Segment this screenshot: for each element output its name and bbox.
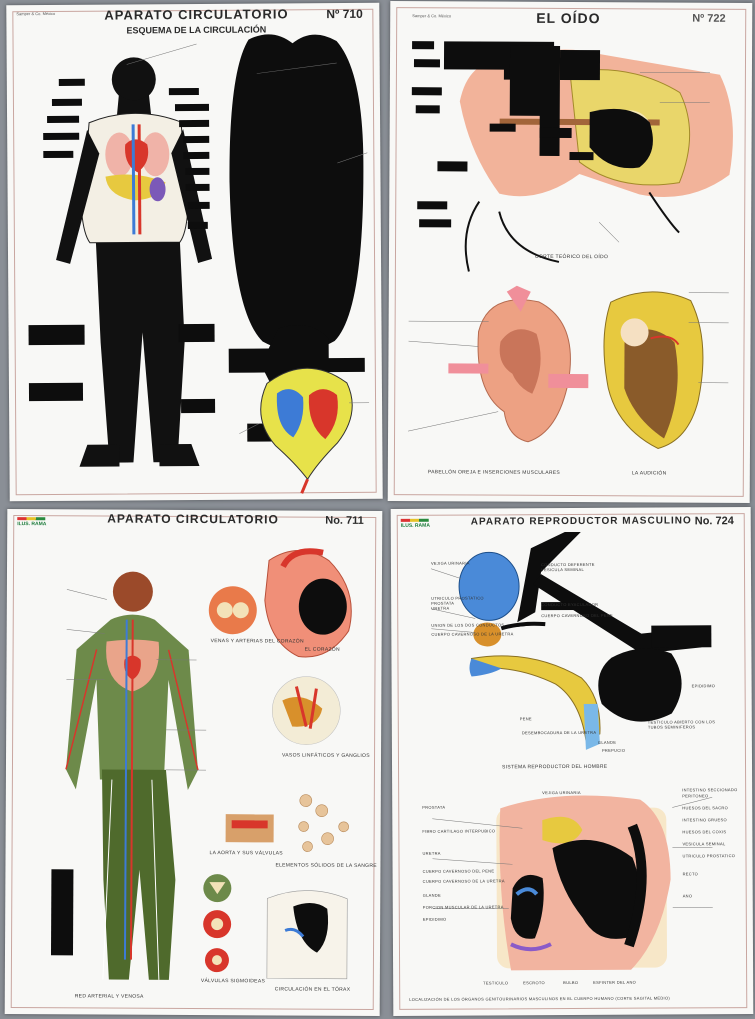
circulation-schema-illustration	[6, 3, 382, 502]
caption-valves: VÁLVULAS SIGMOIDEAS	[201, 978, 265, 984]
outer-ear-muscles	[448, 285, 589, 442]
redacted-label-block	[51, 869, 73, 955]
sigmoid-valves-diagram	[203, 874, 232, 972]
label-anal-sphincter: ESFINTER DEL ANO	[593, 980, 636, 985]
label-urethra-opening: DESEMBOCADURA DE LA URETRA	[522, 730, 597, 735]
label-bulb: BULBO	[563, 980, 578, 985]
sagittal-section-diagram	[496, 795, 671, 970]
label-testicle-bottom: TESTICULO	[483, 980, 508, 985]
hearing-section	[603, 292, 703, 449]
aorta-valves-diagram	[226, 814, 274, 842]
label-testicle: TESTICULO ABIERTO CON LOS TUBOS SEMINIFE…	[648, 719, 728, 729]
label-scrotum-bottom: ESCROTO	[523, 980, 545, 985]
caption-lymph: VASOS LINFÁTICOS Y GANGLIOS	[282, 752, 370, 758]
label-penis: PENE	[520, 716, 532, 721]
caption-thorax: CIRCULACIÓN EN EL TÓRAX	[275, 986, 351, 992]
ear-section	[459, 49, 733, 273]
poster-aparato-circulatorio-711: ILUS. RAMA APARATO CIRCULATORIO No. 711	[5, 509, 383, 1016]
heart-cross-section	[229, 324, 366, 493]
caption-outer-ear: PABELLÓN OREJA E INSERCIONES MUSCULARES	[428, 469, 560, 476]
section-title: SISTEMA REPRODUCTOR DEL HOMBRE	[502, 764, 607, 771]
label-group-bottom-right: INTESTINO SECCIONADO PERITONEO HUESOS DE…	[682, 787, 738, 899]
caption-heart-veins: VENAS Y ARTERIAS DEL CORAZÓN	[211, 638, 304, 644]
caption-aorta: LA AORTA Y SUS VÁLVULAS	[210, 850, 283, 856]
label-group-top: VEJIGA URINARIA UTRICULO PROSTATICO PROS…	[431, 560, 514, 636]
caption-blood: ELEMENTOS SÓLIDOS DE LA SANGRE	[275, 862, 376, 869]
label-prepuce: PREPUCIO	[602, 748, 625, 753]
circulatory-network-illustration	[5, 509, 383, 1016]
poster-aparato-circulatorio-710: Samper & Co. México APARATO CIRCULATORIO…	[6, 3, 382, 502]
thorax-circulation-diagram	[267, 890, 347, 978]
redacted-lung-schema	[228, 34, 364, 352]
label-group-bottom-left: PROSTATA FIBRO CARTILAGO INTERPUBICO URE…	[422, 804, 505, 922]
blood-cells-diagram	[299, 795, 349, 852]
label-scrotum: EPIDIDIMO	[692, 683, 716, 688]
body-arterial-venous-network	[65, 571, 199, 980]
redacted-labels-left	[27, 79, 87, 401]
label-glans: GLANDE	[598, 740, 616, 745]
caption-section: CORTE TEÓRICO DEL OÍDO	[535, 254, 608, 260]
ear-anatomy-illustration	[388, 1, 753, 503]
lymph-vessels-diagram	[272, 676, 340, 744]
caption-heart: EL CORAZÓN	[305, 647, 340, 653]
caption-hearing: LA AUDICIÓN	[632, 470, 667, 476]
poster-aparato-reproductor-724: ILUS. RAMA APARATO REPRODUCTOR MASCULINO…	[391, 507, 754, 1016]
caption-body-network: RED ARTERIAL Y VENOSA	[75, 993, 144, 999]
label-bladder: VEJIGA URINARIA	[542, 790, 581, 795]
label-group-top-right: CONDUCTO DEFERENTE VESICULA SEMINAL COND…	[541, 562, 613, 618]
poster-el-oido-722: Samper & Co. México EL OÍDO Nº 722	[388, 1, 753, 503]
